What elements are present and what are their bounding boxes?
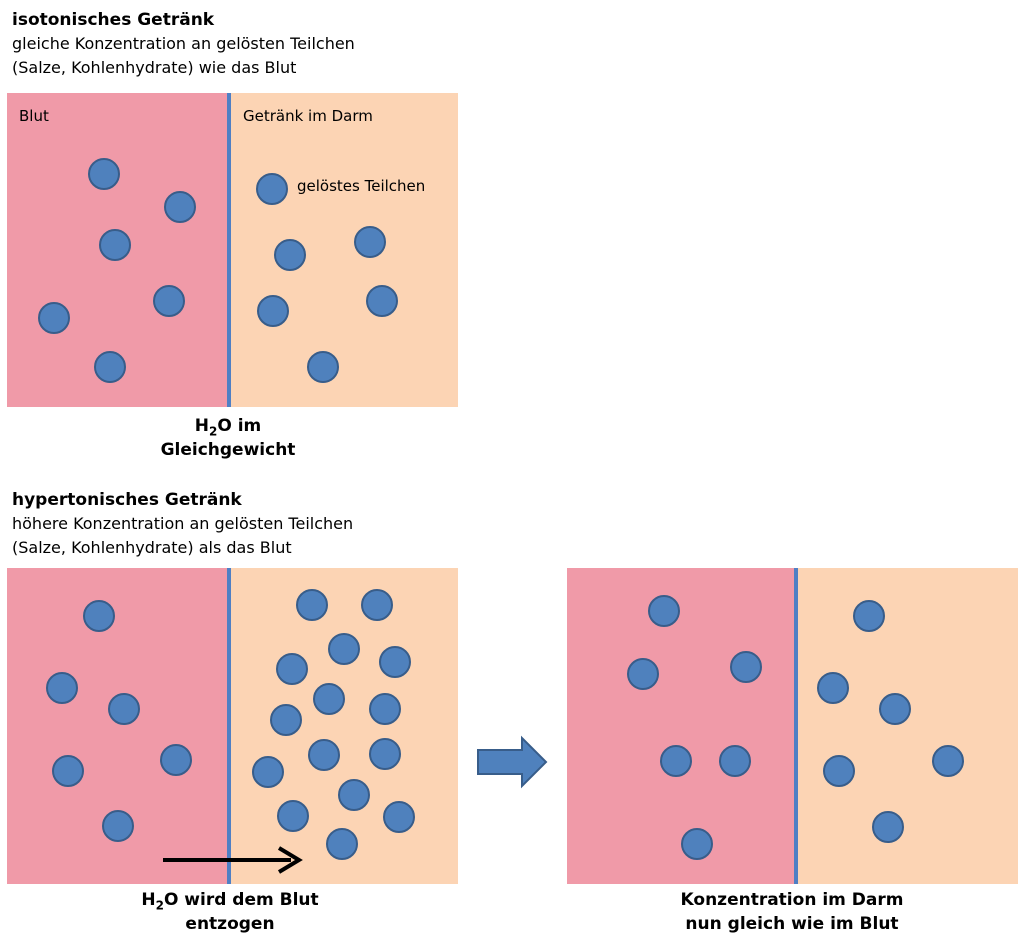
caption-line1: Konzentration im Darm <box>680 890 904 910</box>
particle <box>879 693 911 725</box>
particle <box>99 229 131 261</box>
isotonic-title: isotonisches Getränk <box>12 10 215 30</box>
hypertonic-desc-line2: (Salze, Kohlenhydrate) als das Blut <box>12 538 292 557</box>
particle <box>38 302 70 334</box>
particle <box>277 800 309 832</box>
particle <box>660 745 692 777</box>
isotonic-panel: Blut Getränk im Darm gelöstes Teilchen <box>7 93 458 407</box>
particle <box>719 745 751 777</box>
particle <box>153 285 185 317</box>
membrane <box>227 93 231 407</box>
particle <box>730 651 762 683</box>
caption-line2: nun gleich wie im Blut <box>685 914 899 934</box>
hypertonic-title: hypertonisches Getränk <box>12 490 242 510</box>
particle <box>257 295 289 327</box>
isotonic-caption: H2O im Gleichgewicht <box>128 414 328 462</box>
caption-h: H <box>194 416 209 436</box>
caption-line2: entzogen <box>185 914 275 934</box>
particle <box>276 653 308 685</box>
caption-line2: Gleichgewicht <box>160 440 296 460</box>
hypertonic-caption: H2O wird dem Blut entzogen <box>100 888 360 936</box>
particle <box>94 351 126 383</box>
label-blood: Blut <box>19 107 49 125</box>
particle <box>326 828 358 860</box>
particle <box>872 811 904 843</box>
particle <box>308 739 340 771</box>
caption-h: H <box>141 890 156 910</box>
particle <box>270 704 302 736</box>
particle <box>108 693 140 725</box>
transition-arrow-icon <box>477 735 548 789</box>
isotonic-desc-line2: (Salze, Kohlenhydrate) wie das Blut <box>12 58 297 77</box>
equilibrium-panel <box>567 568 1018 884</box>
particle <box>274 239 306 271</box>
particle <box>164 191 196 223</box>
particle <box>338 779 370 811</box>
particle <box>307 351 339 383</box>
particle <box>102 810 134 842</box>
particle <box>256 173 288 205</box>
particle <box>366 285 398 317</box>
particle <box>853 600 885 632</box>
particle <box>383 801 415 833</box>
gut-region <box>229 93 458 407</box>
equilibrium-caption: Konzentration im Darm nun gleich wie im … <box>642 888 942 936</box>
particle <box>296 589 328 621</box>
label-particle: gelöstes Teilchen <box>297 177 426 195</box>
caption-subscript: 2 <box>155 898 164 913</box>
particle <box>83 600 115 632</box>
membrane <box>227 568 231 884</box>
particle <box>252 756 284 788</box>
hypertonic-desc-line1: höhere Konzentration an gelösten Teilche… <box>12 514 354 533</box>
particle <box>817 672 849 704</box>
hypertonic-panel <box>7 568 458 884</box>
particle <box>354 226 386 258</box>
particle <box>160 744 192 776</box>
caption-subscript: 2 <box>208 424 218 439</box>
particle <box>52 755 84 787</box>
label-gut: Getränk im Darm <box>243 107 373 125</box>
caption-rest: O im <box>217 416 262 436</box>
blood-region <box>567 568 796 884</box>
particle <box>379 646 411 678</box>
particle <box>823 755 855 787</box>
caption-rest: O wird dem Blut <box>163 890 319 910</box>
isotonic-desc-line1: gleiche Konzentration an gelösten Teilch… <box>12 34 355 53</box>
particle <box>627 658 659 690</box>
particle <box>88 158 120 190</box>
isotonic-heading: isotonisches Getränk gleiche Konzentrati… <box>12 8 355 80</box>
gut-region <box>796 568 1018 884</box>
particle <box>328 633 360 665</box>
particle <box>932 745 964 777</box>
particle <box>681 828 713 860</box>
particle <box>313 683 345 715</box>
hypertonic-heading: hypertonisches Getränk höhere Konzentrat… <box>12 488 353 560</box>
particle <box>369 693 401 725</box>
particle <box>648 595 680 627</box>
particle <box>361 589 393 621</box>
particle <box>369 738 401 770</box>
particle <box>46 672 78 704</box>
membrane <box>794 568 798 884</box>
water-flow-arrow-icon <box>163 846 303 874</box>
